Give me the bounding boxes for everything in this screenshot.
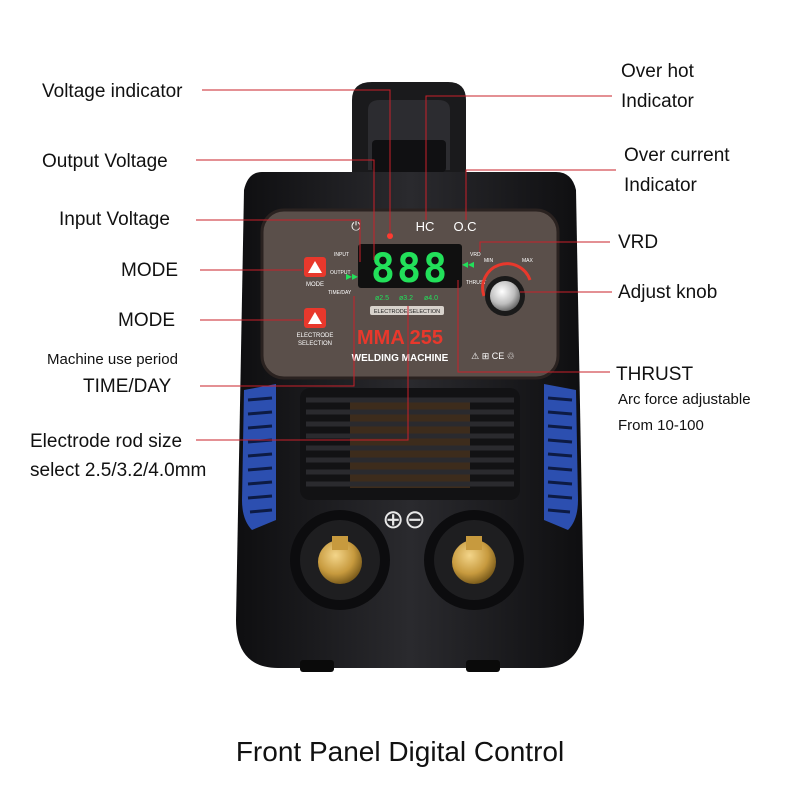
caption: Front Panel Digital Control [235,736,565,767]
callout-lines [196,89,616,441]
mode-button[interactable] [304,257,326,277]
rod-40-label: ø4.0 [424,295,438,302]
electrode-selection-button[interactable] [304,308,326,328]
max-label: MAX [522,258,534,264]
adjust-knob[interactable] [485,276,525,316]
display-readout: 888 [371,246,449,292]
vrd-callout: VRD [618,232,659,253]
left-indicator-arrows: ▸▸ [346,269,358,283]
mode-callout-1: MODE [121,260,178,281]
output-voltage-callout: Output Voltage [42,151,168,172]
min-label: MIN [484,258,494,264]
voltage-indicator-led [387,233,393,239]
electrode-rod-size-callout: Electrode rod size [30,431,183,452]
control-panel [260,208,560,380]
rod-32-label: ø3.2 [399,295,413,302]
terminal-positive[interactable] [290,510,390,610]
over-current-callout-line1: Over current [624,145,730,166]
electrode-button-label-2: SELECTION [298,341,332,347]
output-label: OUTPUT [330,270,351,276]
mode-callout-2: MODE [118,310,175,331]
digital-display: 888 [358,244,462,292]
arc-force-callout: Arc force adjustable [618,391,751,408]
power-icon: ⏻ [351,219,361,233]
model-subtitle: WELDING MACHINE [352,353,449,364]
thrust-panel-label: THRUST [466,280,486,286]
mode-button-label: MODE [306,282,324,288]
terminal-negative[interactable] [424,510,524,610]
time-day-label: TIME/DAY [328,290,352,296]
rod-25-label: ø2.5 [375,295,389,302]
electrode-selection-bar-text: ELECTRODE SELECTION [374,309,440,315]
left-blue-vent [242,384,276,530]
oc-label: O.C [453,219,476,234]
electrode-button-label-1: ELECTRODE [297,333,334,339]
knob-scale-arc [481,262,532,297]
time-day-callout: TIME/DAY [83,376,172,397]
right-indicator-arrows: ◂◂ [462,257,474,271]
adjust-knob-callout: Adjust knob [618,282,718,303]
over-hot-callout-line1: Over hot [621,61,694,82]
over-hot-callout-line2: Indicator [621,91,694,112]
input-voltage-callout: Input Voltage [59,209,170,230]
input-label: INPUT [334,252,349,258]
vrd-panel-label: VRD [470,252,481,258]
over-current-callout-line2: Indicator [624,175,697,196]
electrode-select-callout: select 2.5/3.2/4.0mm [30,460,207,481]
voltage-indicator-callout: Voltage indicator [42,81,183,102]
terminal-polarity-symbols: ⊕⊖ [382,504,426,534]
electrode-selection-bar [370,306,444,315]
arc-range-callout: From 10-100 [618,417,704,434]
right-blue-vent [544,384,578,530]
fan-grille [300,388,520,500]
hc-label: HC [416,219,435,234]
model-name: MMA 255 [357,327,443,349]
thrust-callout: THRUST [616,364,694,385]
machine-use-period-callout: Machine use period [47,351,178,368]
certification-marks: ⚠ ⊞ CE ♲ [471,351,515,361]
